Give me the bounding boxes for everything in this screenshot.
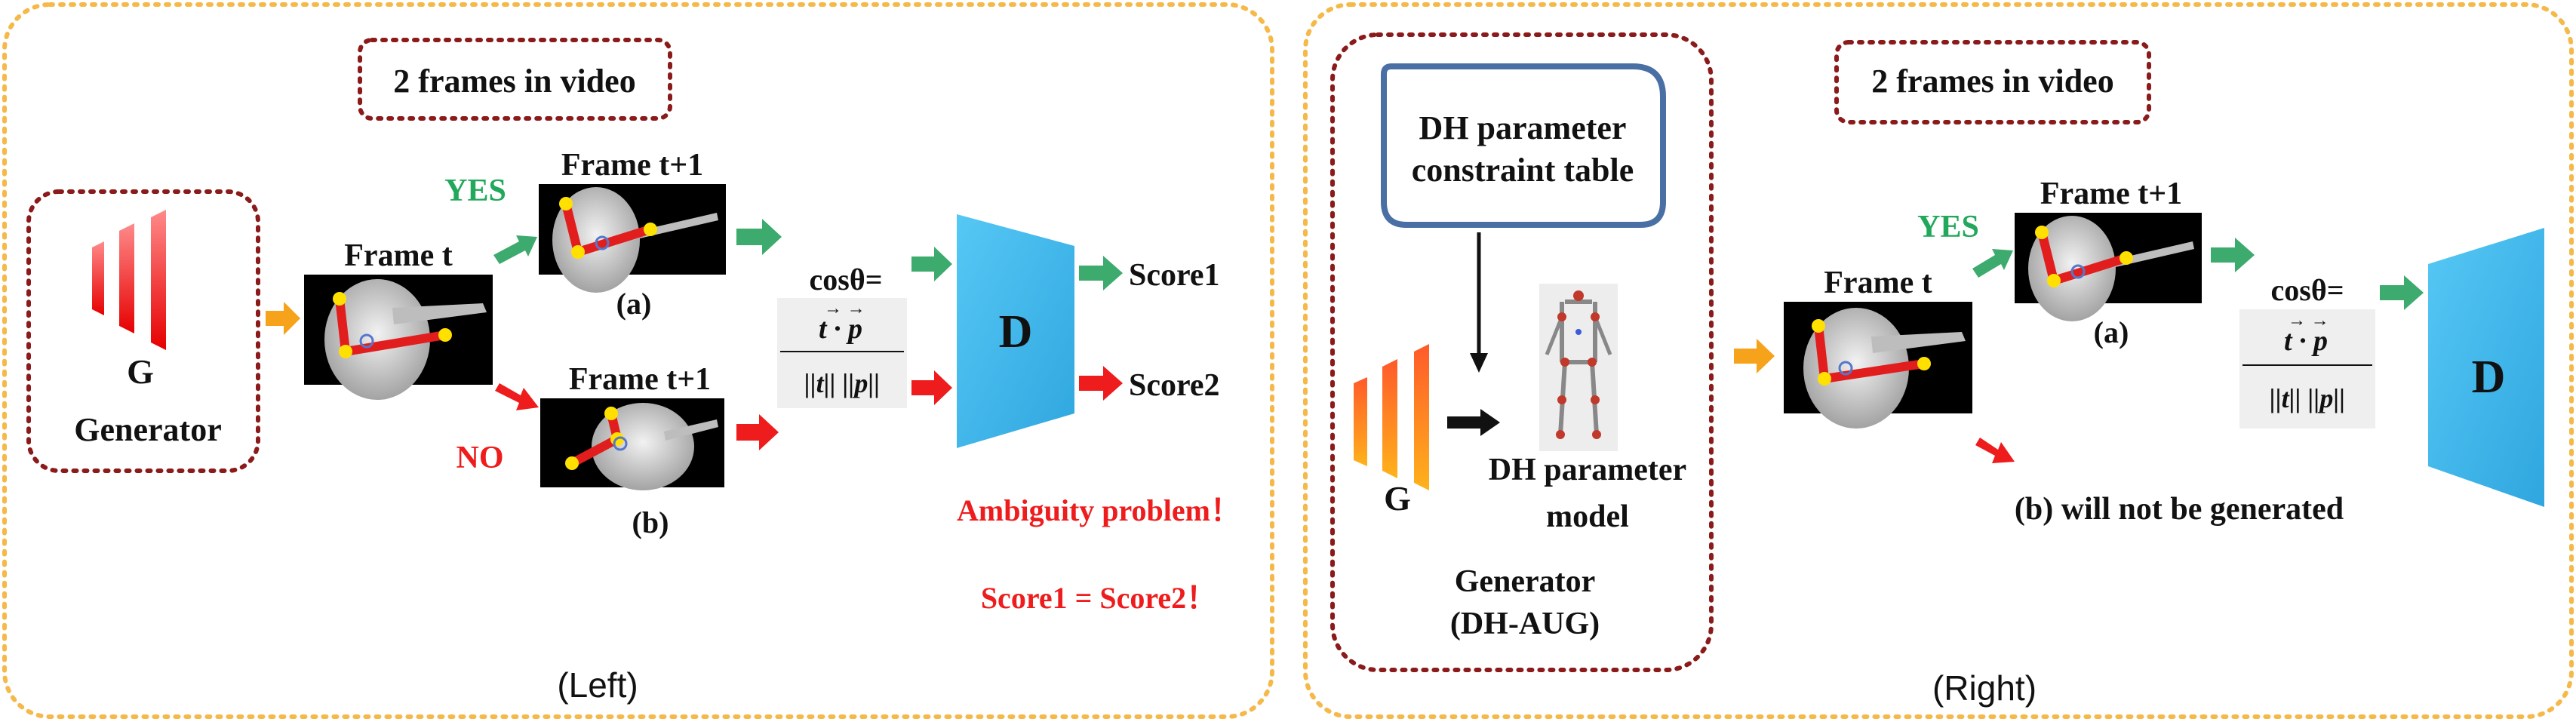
left-red-arrow-to-d [911, 370, 952, 405]
left-panel: 2 frames in video G Generator Frame t YE… [2, 2, 1274, 719]
constraint-down-arrowhead [1470, 353, 1488, 373]
right-cos-label: cosθ= [2271, 273, 2344, 307]
left-formula-background [777, 298, 907, 408]
dh-model-label-line2: model [1546, 499, 1629, 534]
left-frame-t-image [304, 275, 493, 400]
not-generated-text: (b) will not be generated [2015, 492, 2344, 527]
generator-to-model-arrow [1447, 409, 1500, 436]
right-red-arrow [1975, 438, 2015, 463]
left-frame-t1-bottom-image [540, 398, 724, 490]
left-video-label: 2 frames in video [393, 63, 635, 100]
left-frame-t-label: Frame t [344, 238, 452, 273]
right-yes-arrow [1972, 249, 2013, 278]
right-orange-arrow [1734, 339, 1775, 373]
left-score1: Score1 [1129, 258, 1220, 293]
right-yes-label: YES [1917, 210, 1979, 244]
right-formula-background [2239, 309, 2375, 429]
dh-generator-label-line1: Generator [1455, 564, 1596, 599]
left-frame-t1-top-label: Frame t+1 [561, 148, 703, 183]
generator-icon [92, 210, 166, 350]
right-generator-letter: G [1384, 479, 1411, 518]
dh-generator-icon [1354, 344, 1429, 490]
right-panel: DH parameter constraint table [1303, 2, 2574, 719]
right-caption-a: (a) [2094, 315, 2129, 349]
constraint-table-label: DH parameter [1419, 109, 1627, 146]
dh-skeleton-model [1539, 284, 1618, 451]
left-green-arrow-a [736, 219, 782, 255]
right-frame-t1-label: Frame t+1 [2040, 177, 2182, 211]
left-generator-box [26, 189, 260, 473]
constraint-table-label-line2: constraint table [1412, 152, 1634, 189]
left-generator-letter: G [127, 352, 154, 391]
right-frame-t1-image [2015, 213, 2202, 321]
right-formula-numerator: t · p [2284, 325, 2328, 357]
right-green-arrow-a [2211, 238, 2255, 272]
score-equality-text: Score1 = Score2！ [981, 581, 1216, 615]
left-formula-numerator: t · p [819, 313, 862, 345]
left-yes-label: YES [444, 174, 506, 208]
right-frame-t-label: Frame t [1824, 266, 1932, 300]
left-yes-arrow [493, 235, 537, 264]
left-panel-caption: (Left) [557, 665, 638, 705]
left-panel-border [2, 2, 1274, 719]
left-frame-t1-top-image [539, 184, 726, 293]
left-formula-denominator: ||t|| ||p|| [804, 368, 880, 398]
left-discriminator-icon [957, 214, 1074, 448]
left-caption-b: (b) [632, 505, 669, 539]
right-video-label-box [1834, 40, 2151, 124]
dh-generator-label-line2: (DH-AUG) [1450, 607, 1600, 641]
left-discriminator-letter: D [999, 306, 1033, 358]
constraint-table-box [1381, 63, 1666, 228]
right-video-label: 2 frames in video [1871, 63, 2113, 100]
left-green-arrow-score1 [1079, 256, 1123, 290]
left-cos-label: cosθ= [810, 263, 883, 296]
left-red-arrow-b [736, 414, 779, 450]
right-panel-caption: (Right) [1932, 668, 2037, 708]
right-discriminator-icon [2428, 228, 2544, 507]
left-vector-arrows-top: → → [824, 298, 865, 318]
left-no-arrow [495, 383, 539, 410]
right-discriminator-letter: D [2472, 352, 2506, 403]
left-caption-a: (a) [616, 287, 652, 321]
right-frame-t-image [1784, 302, 1972, 429]
left-score2: Score2 [1129, 368, 1220, 403]
right-vector-arrows-top: → → [2288, 310, 2329, 330]
left-no-label: NO [456, 441, 504, 475]
orange-arrow [266, 302, 300, 335]
left-generator-label: Generator [74, 411, 221, 448]
right-formula-denominator: ||t|| ||p|| [2270, 383, 2345, 413]
left-red-arrow-score2 [1079, 366, 1123, 401]
dh-aug-generator-box [1330, 32, 1714, 672]
left-green-arrow-to-d [911, 247, 952, 281]
right-panel-border [1303, 2, 2574, 719]
left-video-label-box [358, 38, 672, 121]
left-frame-t1-bottom-label: Frame t+1 [569, 362, 711, 397]
dh-model-label-line1: DH parameter [1489, 453, 1686, 487]
right-green-arrow-to-d [2380, 275, 2424, 310]
ambiguity-problem-text: Ambiguity problem！ [957, 493, 1240, 527]
